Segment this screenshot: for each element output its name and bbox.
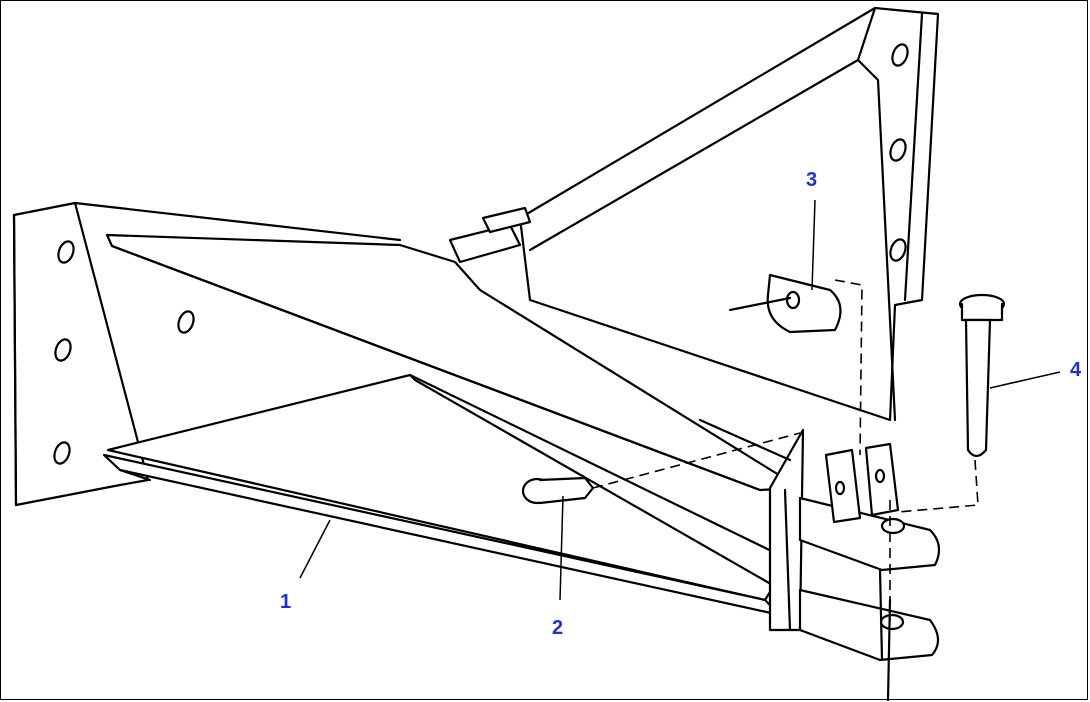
clip-hole <box>874 468 886 484</box>
mount-hole <box>889 138 907 162</box>
callout-3: 3 <box>806 169 818 191</box>
main-bracket <box>12 201 805 632</box>
upper-arm-tabs <box>448 206 532 264</box>
leader-lines <box>299 199 1061 601</box>
callout-1: 1 <box>280 591 292 613</box>
mount-hole <box>57 240 75 264</box>
pivot-pin <box>958 293 1006 458</box>
mount-hole <box>177 310 195 334</box>
mount-hole <box>53 441 71 465</box>
mount-hole <box>889 238 907 262</box>
callout-4: 4 <box>1070 359 1082 381</box>
alignment-lines <box>592 279 979 630</box>
pivot-lugs <box>798 442 941 702</box>
retainer-plate-hole <box>785 290 801 310</box>
callout-2: 2 <box>552 617 564 639</box>
clevis-pin <box>521 476 595 505</box>
pivot-hole <box>880 517 906 535</box>
mount-hole <box>891 43 909 67</box>
mount-hole <box>54 338 72 362</box>
retainer-plate <box>728 273 842 334</box>
pivot-hole <box>879 613 905 631</box>
clip-hole <box>834 480 846 496</box>
